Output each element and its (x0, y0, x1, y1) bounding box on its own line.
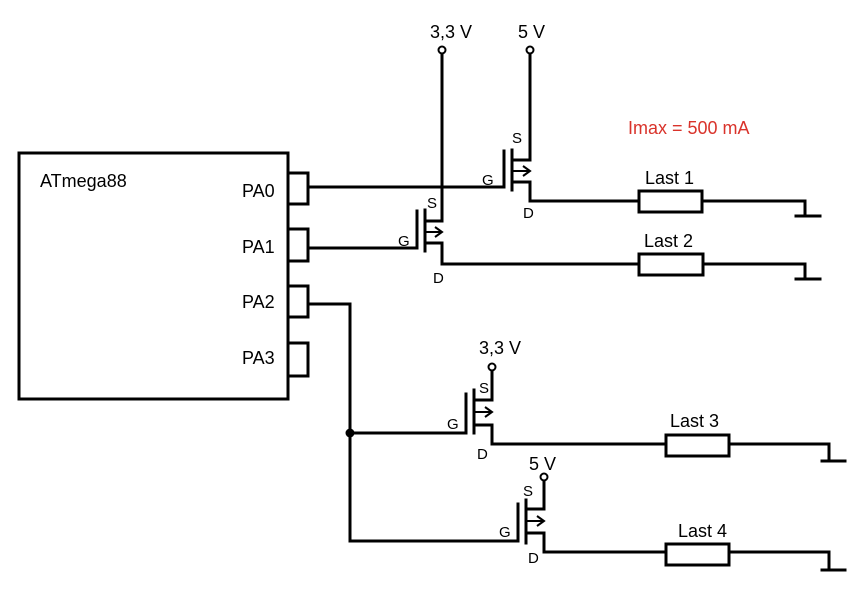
supply-3v3-top: 3,3 V (430, 22, 472, 223)
mosfet-1-drain-label: D (523, 205, 534, 222)
supply-label-5v-bottom: 5 V (529, 454, 556, 474)
resistor-2 (637, 252, 705, 277)
supply-label-5v-top: 5 V (518, 22, 545, 42)
ic-name: ATmega88 (40, 171, 127, 191)
pin-label-pa1: PA1 (242, 237, 275, 257)
load-2: Last 2 (637, 231, 822, 281)
supply-5v-top: 5 V (518, 22, 545, 162)
pa2-bus (306, 302, 355, 543)
load-label-1: Last 1 (645, 168, 694, 188)
load-label-4: Last 4 (678, 521, 727, 541)
mosfet-3-drain-label: D (477, 446, 488, 463)
pin-pad-pa3 (286, 341, 310, 378)
mosfet-1-source-label: S (512, 130, 522, 147)
mosfet-1-gate-label: G (482, 172, 494, 189)
pin-label-pa2: PA2 (242, 292, 275, 312)
mosfet-4: 5 V G S D (348, 454, 668, 567)
load-label-3: Last 3 (670, 411, 719, 431)
mosfet-2: G S D (306, 195, 641, 287)
mosfet-4-gate-label: G (499, 524, 511, 541)
pin-pad-pa2 (286, 284, 310, 319)
supply-terminal-5v-bottom (539, 472, 549, 482)
microcontroller-block: ATmega88 PA0 PA1 PA2 PA3 (17, 151, 310, 401)
load-3: Last 3 (664, 411, 847, 463)
load-label-2: Last 2 (644, 231, 693, 251)
resistor-4 (664, 542, 731, 567)
mosfet-1: G S D (306, 130, 641, 222)
load-1: Last 1 (637, 168, 822, 218)
supply-label-3v3-top: 3,3 V (430, 22, 472, 42)
supply-terminal-5v-top (525, 45, 535, 55)
mosfet-2-gate-label: G (398, 233, 410, 250)
mosfet-2-drain-label: D (433, 270, 444, 287)
supply-label-3v3-bottom: 3,3 V (479, 338, 521, 358)
resistor-1 (637, 189, 704, 214)
pin-pad-pa0 (286, 171, 310, 206)
pin-pad-pa1 (286, 227, 310, 263)
mosfet-4-drain-label: D (528, 550, 539, 567)
resistor-3 (664, 433, 731, 458)
supply-terminal-3v3-top (437, 45, 447, 55)
mosfet-3-gate-label: G (447, 416, 459, 433)
pin-label-pa0: PA0 (242, 181, 275, 201)
mosfet-4-source-label: S (523, 483, 533, 500)
current-limit-note: Imax = 500 mA (628, 118, 750, 138)
supply-terminal-3v3-bottom (487, 362, 497, 372)
load-4: Last 4 (664, 521, 847, 572)
mosfet-2-source-label: S (427, 195, 437, 212)
mosfet-3: 3,3 V G S D (348, 338, 668, 463)
pin-label-pa3: PA3 (242, 348, 275, 368)
mosfet-3-source-label: S (479, 380, 489, 397)
